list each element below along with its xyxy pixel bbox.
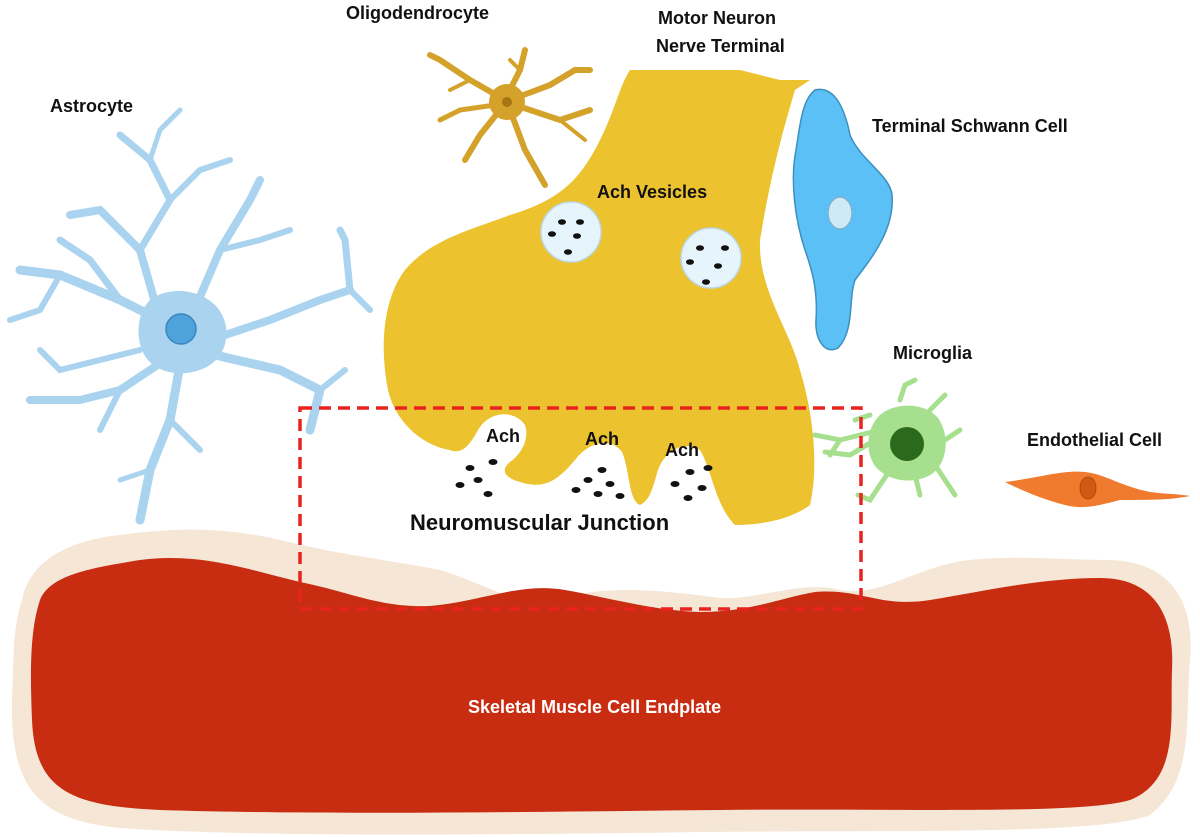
label-ach-2: Ach — [585, 429, 619, 449]
label-ach-vesicles: Ach Vesicles — [597, 182, 707, 202]
label-skeletal-muscle: Skeletal Muscle Cell Endplate — [468, 697, 721, 717]
endothelial-nucleus — [1079, 476, 1097, 500]
label-oligodendrocyte: Oligodendrocyte — [346, 3, 489, 23]
ach-molecules-cleft — [455, 459, 713, 501]
astrocyte — [7, 107, 373, 525]
skeletal-muscle-cell — [30, 558, 1173, 813]
oligodendrocyte-nucleus — [502, 97, 512, 107]
label-astrocyte: Astrocyte — [50, 96, 133, 116]
label-neuromuscular-junction: Neuromuscular Junction — [410, 510, 669, 535]
motor-neuron-terminal — [383, 70, 815, 525]
oligodendrocyte — [427, 47, 593, 188]
ach-vesicle-2 — [680, 227, 742, 289]
label-motor-neuron-2: Nerve Terminal — [656, 36, 785, 56]
label-ach-3: Ach — [665, 440, 699, 460]
astrocyte-nucleus — [165, 313, 197, 345]
label-terminal-schwann-cell: Terminal Schwann Cell — [872, 116, 1068, 136]
label-endothelial-cell: Endothelial Cell — [1027, 430, 1162, 450]
label-motor-neuron-1: Motor Neuron — [658, 8, 776, 28]
schwann-nucleus — [827, 196, 853, 230]
microglia — [812, 377, 963, 504]
microglia-nucleus — [890, 427, 924, 461]
ach-vesicle-1 — [540, 201, 602, 263]
label-microglia: Microglia — [893, 343, 973, 363]
label-ach-1: Ach — [486, 426, 520, 446]
endothelial-cell — [1005, 471, 1190, 508]
